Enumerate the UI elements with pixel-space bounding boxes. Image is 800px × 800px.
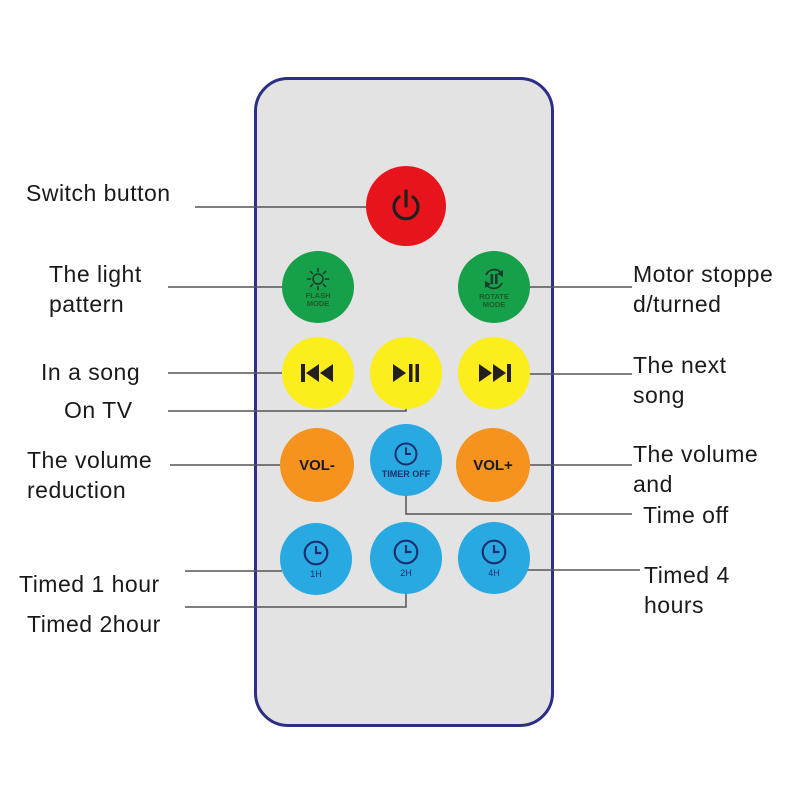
sun-icon xyxy=(306,267,330,290)
power-button[interactable] xyxy=(366,166,446,246)
clock-icon xyxy=(481,539,507,565)
volume-up-label: VOL+ xyxy=(473,456,513,474)
volume-down-label: VOL- xyxy=(299,456,335,474)
timer-off-button[interactable]: TIMER OFF xyxy=(370,424,442,496)
label-timed-2hour: Timed 2hour xyxy=(27,611,161,637)
volume-down-button[interactable]: VOL- xyxy=(280,428,354,502)
timer-1h-button[interactable]: 1H xyxy=(280,523,352,595)
label-in-a-song: In a song xyxy=(41,359,141,385)
next-button[interactable] xyxy=(458,337,530,409)
label-motor: Motor stoppe d/turned xyxy=(633,261,774,317)
leader-timer-off xyxy=(405,494,632,515)
power-icon xyxy=(392,189,420,221)
label-next-song: The next song xyxy=(633,352,727,408)
leader-on-tv xyxy=(168,405,407,412)
label-timed-1-hour: Timed 1 hour xyxy=(19,571,160,597)
rotate-pause-icon xyxy=(485,268,503,289)
rotate-mode-button[interactable]: ROTATE MODE xyxy=(458,251,530,323)
timer-off-label: TIMER OFF xyxy=(381,469,431,479)
label-volume-and: The volume and xyxy=(633,441,759,497)
timer-4h-button[interactable]: 4H xyxy=(458,522,530,594)
leader-2h xyxy=(185,593,407,608)
timer-2h-label: 2H xyxy=(400,568,412,578)
play-pause-icon xyxy=(393,364,419,382)
timer-2h-button[interactable]: 2H xyxy=(370,522,442,594)
play-pause-button[interactable] xyxy=(370,337,442,409)
skip-forward-icon xyxy=(479,364,511,382)
rotate-label-line1: ROTATE xyxy=(479,291,509,301)
previous-button[interactable] xyxy=(282,337,354,409)
timer-1h-label: 1H xyxy=(310,569,322,579)
volume-up-button[interactable]: VOL+ xyxy=(456,428,530,502)
clock-icon xyxy=(393,539,419,565)
timer-4h-label: 4H xyxy=(488,568,500,578)
clock-icon xyxy=(303,540,329,566)
label-switch-button: Switch button xyxy=(26,180,171,206)
label-timed-4-hours: Timed 4 hours xyxy=(644,562,730,618)
label-volume-reduction: The volume reduction xyxy=(27,447,153,503)
rotate-label-line2: MODE xyxy=(482,299,506,309)
skip-back-icon xyxy=(301,364,333,382)
flash-label-line1: FLASH xyxy=(305,290,331,300)
flash-mode-button[interactable]: FLASH MODE xyxy=(282,251,354,323)
label-on-tv: On TV xyxy=(64,397,133,423)
clock-icon xyxy=(394,442,418,466)
label-light-pattern: The light pattern xyxy=(49,261,142,317)
label-time-off: Time off xyxy=(643,502,729,528)
flash-label-line2: MODE xyxy=(306,298,330,308)
